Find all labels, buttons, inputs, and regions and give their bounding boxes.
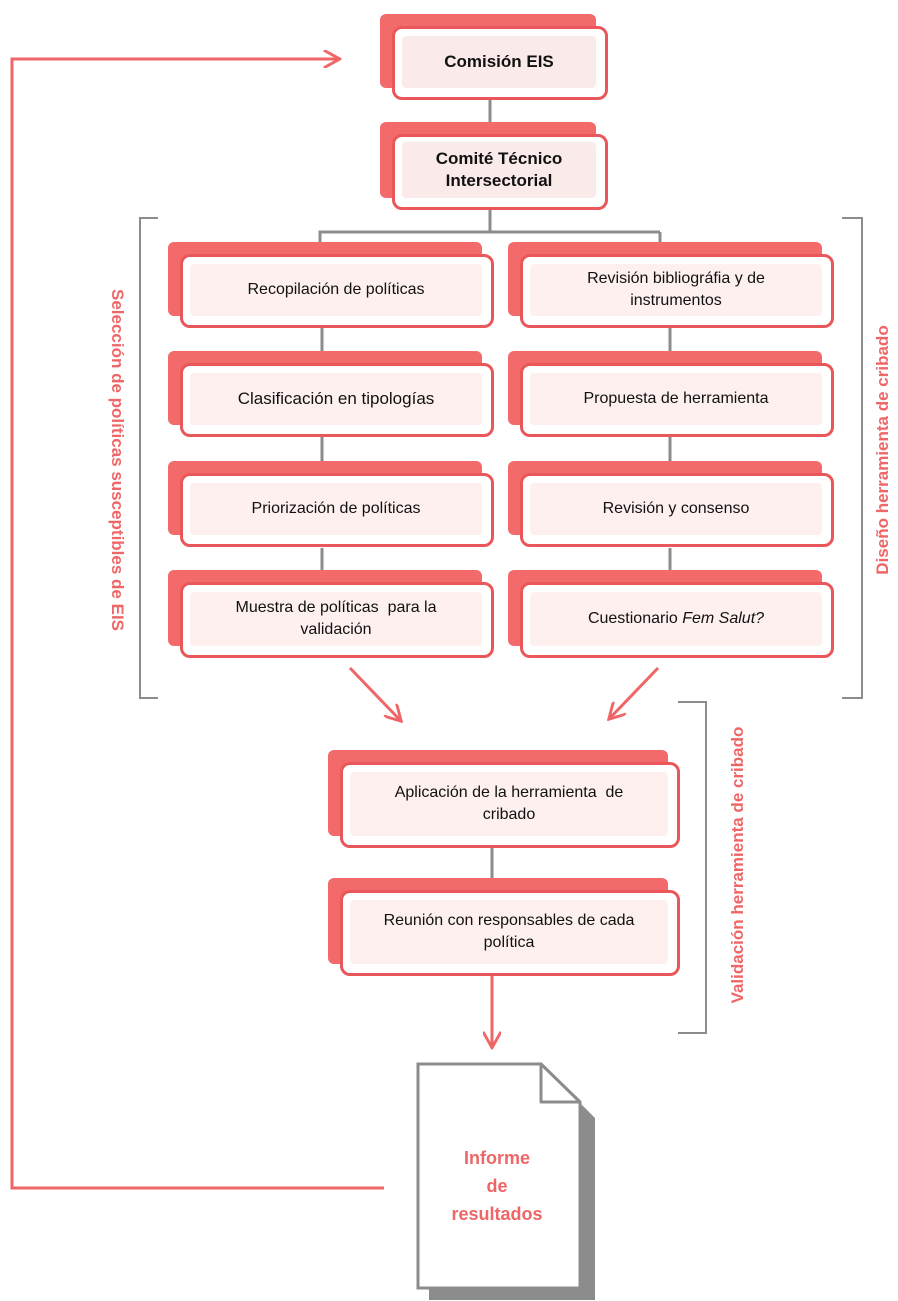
- node-reunion-label-2: política: [483, 934, 535, 951]
- node-clasificacion: Clasificación en tipologías: [168, 351, 494, 437]
- node-priorizacion: Priorización de políticas: [168, 461, 494, 547]
- node-comite-tecnico: Comité Técnico Intersectorial: [380, 122, 608, 210]
- node-comite-label-2: Intersectorial: [445, 171, 553, 190]
- node-reunion-label-1: Reunión con responsables de cada: [383, 912, 635, 929]
- node-muestra-label-2: validación: [300, 621, 372, 638]
- feedback-loop-line: [10, 59, 384, 1190]
- node-aplicacion: Aplicación de la herramienta de cribado: [328, 750, 680, 848]
- node-recopilacion-label: Recopilación de políticas: [247, 281, 425, 298]
- node-cuestionario-italic: Fem Salut?: [682, 610, 765, 627]
- connector-split: [318, 205, 492, 250]
- bracket-validacion: [678, 701, 707, 1034]
- node-revision-consenso-label: Revisión y consenso: [602, 500, 750, 517]
- node-revision-consenso: Revisión y consenso: [508, 461, 834, 547]
- node-aplicacion-label-1: Aplicación de la herramienta de: [394, 784, 624, 801]
- node-recopilacion: Recopilación de políticas: [168, 242, 494, 328]
- node-comision-label: Comisión EIS: [444, 52, 554, 71]
- node-comision-eis: Comisión EIS: [380, 14, 608, 100]
- node-comite-label-1: Comité Técnico: [435, 149, 563, 168]
- arrow-right-to-validation: [610, 666, 660, 718]
- node-clasificacion-label: Clasificación en tipologías: [237, 389, 435, 408]
- node-propuesta-label: Propuesta de herramienta: [583, 390, 769, 407]
- report-document-label: Informe de resultados: [432, 1144, 562, 1228]
- node-revision-bibliografia-label-2: instrumentos: [630, 292, 722, 309]
- node-muestra: Muestra de políticas para la validación: [168, 570, 494, 658]
- bracket-diseno: [842, 217, 863, 699]
- report-label-line-2: de: [486, 1176, 508, 1196]
- node-cuestionario: Cuestionario Fem Salut?: [508, 570, 834, 658]
- report-label-line-3: resultados: [451, 1204, 543, 1224]
- node-aplicacion-label-2: cribado: [482, 806, 536, 823]
- bracket-seleccion: [139, 217, 158, 699]
- node-priorizacion-label: Priorización de políticas: [251, 500, 421, 517]
- arrow-left-to-validation: [348, 666, 400, 720]
- node-revision-bibliografia-label-1: Revisión bibliográfia y de: [587, 270, 765, 287]
- node-cuestionario-prefix: Cuestionario: [587, 610, 683, 627]
- node-reunion: Reunión con responsables de cada polític…: [328, 878, 680, 976]
- report-label-line-1: Informe: [463, 1148, 530, 1168]
- node-propuesta: Propuesta de herramienta: [508, 351, 834, 437]
- node-muestra-label-1: Muestra de políticas para la: [235, 599, 437, 616]
- node-cuestionario-label: Cuestionario Fem Salut?: [588, 608, 764, 630]
- node-revision-bibliografia: Revisión bibliográfia y de instrumentos: [508, 242, 834, 328]
